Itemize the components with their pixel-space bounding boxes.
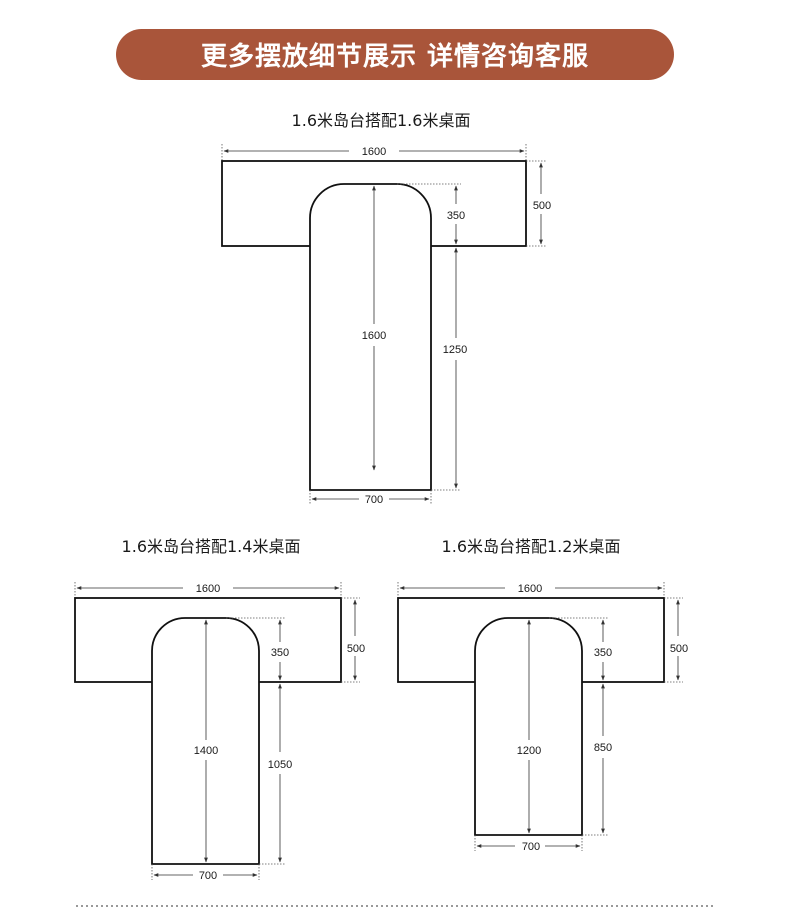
diagram-2: 1.6米岛台搭配1.4米桌面 1600 500 350 1050 1400 70…	[74, 537, 365, 882]
diagram-1-caption: 1.6米岛台搭配1.6米桌面	[292, 111, 471, 130]
diagram-2-overlap-label: 350	[271, 647, 289, 659]
header-banner: 更多摆放细节展示 详情咨询客服	[116, 29, 674, 80]
diagram-1-top-width-label: 1600	[362, 146, 386, 158]
diagram-1-overlap-label: 350	[447, 210, 465, 222]
diagram-3-protrusion-label: 850	[594, 742, 612, 754]
diagram-3-top-width-label: 1600	[518, 583, 542, 595]
diagram-3-table	[474, 617, 583, 836]
diagram-2-table-length-label: 1400	[194, 745, 218, 757]
diagram-3-top-depth-label: 500	[670, 643, 688, 655]
diagram-3-caption: 1.6米岛台搭配1.2米桌面	[442, 537, 621, 556]
diagram-3-table-length-label: 1200	[517, 745, 541, 757]
diagram-1-table-width-label: 700	[365, 494, 383, 506]
diagram-1: 1.6米岛台搭配1.6米桌面 1600 500 350 1250 1600	[221, 111, 551, 506]
banner-title: 更多摆放细节展示 详情咨询客服	[200, 42, 590, 72]
diagram-2-caption: 1.6米岛台搭配1.4米桌面	[122, 537, 301, 556]
diagram-1-top-depth-label: 500	[533, 200, 551, 212]
diagram-3-overlap-label: 350	[594, 647, 612, 659]
diagram-2-top-depth-label: 500	[347, 643, 365, 655]
diagram-2-table-width-label: 700	[199, 870, 217, 882]
diagram-3-table-width-label: 700	[522, 841, 540, 853]
diagram-1-protrusion-label: 1250	[443, 344, 467, 356]
diagram-3: 1.6米岛台搭配1.2米桌面 1600 500 350 850 1200 700	[397, 537, 688, 853]
diagram-2-table	[151, 617, 260, 865]
diagram-2-protrusion-label: 1050	[268, 759, 292, 771]
diagram-1-table-length-label: 1600	[362, 330, 386, 342]
diagram-2-top-width-label: 1600	[196, 583, 220, 595]
